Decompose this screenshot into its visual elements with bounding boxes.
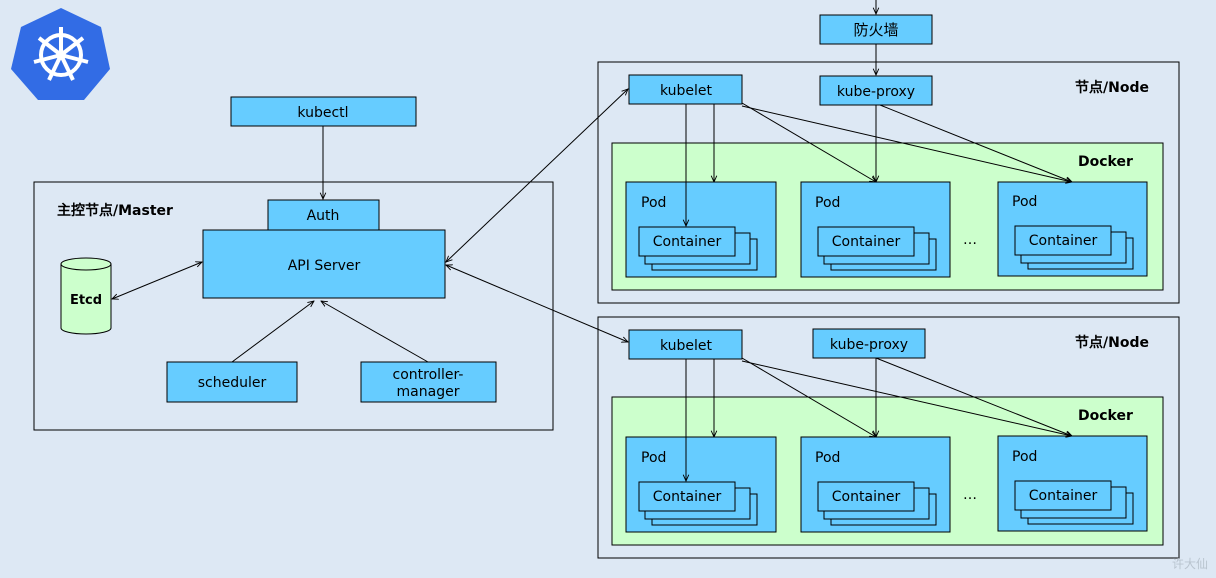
kube-proxy-box	[819, 75, 933, 106]
firewall-label: 防火墙	[853, 21, 898, 39]
pod-card: Pod Container	[800, 181, 951, 278]
node-title: 节点/Node	[1075, 79, 1149, 96]
pod-card: Pod Container	[800, 436, 951, 533]
pod-card: Pod Container	[625, 436, 777, 533]
etcd-label: Etcd	[70, 293, 102, 308]
kubelet-control-arrows	[686, 102, 1072, 226]
pod-label: Pod	[815, 195, 840, 211]
pod-card: Pod Container	[625, 181, 777, 278]
helm-wheel-icon	[33, 27, 89, 81]
pod-label: Pod	[641, 450, 666, 466]
api-server-kubelet-1-link	[446, 89, 628, 262]
etcd-api-server-arrow	[112, 262, 202, 299]
pod-label: Pod	[1012, 449, 1037, 465]
docker-label: Docker	[1078, 408, 1133, 424]
firewall-box	[819, 14, 933, 45]
api-server-box	[202, 229, 446, 299]
scheduler-to-api-server-arrow	[231, 301, 314, 363]
controller-manager-label-line1: controller-	[393, 367, 464, 383]
container-label: Container	[1029, 488, 1098, 504]
container-box	[1014, 225, 1112, 256]
container-box	[638, 481, 736, 512]
watermark: 许大仙	[1171, 557, 1208, 571]
kubelet-label: kubelet	[660, 338, 713, 354]
docker-label: Docker	[1078, 154, 1133, 170]
container-label: Container	[653, 489, 722, 505]
node-frame	[597, 316, 1180, 559]
container-box	[1014, 480, 1112, 511]
kube-proxy-arrows	[876, 357, 1072, 437]
kube-proxy-box	[812, 328, 926, 359]
master-title: 主控节点/Master	[57, 202, 173, 219]
pod-card: Pod Container	[997, 181, 1148, 277]
more-pods-ellipsis: …	[963, 232, 977, 248]
kube-proxy-label: kube-proxy	[830, 337, 908, 353]
container-label: Container	[832, 489, 901, 505]
scheduler-box	[166, 361, 298, 403]
kubectl-label: kubectl	[297, 105, 348, 121]
pod-label: Pod	[815, 450, 840, 466]
kubernetes-logo	[11, 8, 110, 100]
kubelet-control-arrows	[686, 357, 1072, 481]
container-label: Container	[832, 234, 901, 250]
container-box	[817, 481, 915, 512]
pod-label: Pod	[1012, 194, 1037, 210]
api-server-kubelet-2-link	[446, 265, 628, 342]
scheduler-label: scheduler	[198, 375, 267, 391]
kube-proxy-label: kube-proxy	[837, 84, 915, 100]
container-box	[638, 226, 736, 257]
etcd-cylinder: Etcd	[60, 257, 112, 335]
api-server-label: API Server	[288, 258, 361, 274]
container-box	[817, 226, 915, 257]
pod-card: Pod Container	[997, 435, 1148, 532]
controller-manager-label-line2: manager	[397, 384, 460, 400]
kubectl-box	[230, 96, 417, 127]
master-node: 主控节点/Master kubectl Auth API Server Etcd…	[33, 96, 554, 431]
container-label: Container	[653, 234, 722, 250]
kubelet-label: kubelet	[660, 83, 713, 99]
more-pods-ellipsis: …	[963, 487, 977, 503]
node-title: 节点/Node	[1075, 334, 1149, 351]
worker-node-2: 节点/Node kubelet kube-proxy Docker Pod Co…	[597, 316, 1180, 559]
controller-manager-to-api-server-arrow	[321, 301, 429, 363]
worker-node-1: 节点/Node kubelet kube-proxy Docker Pod Co…	[597, 61, 1180, 304]
auth-label: Auth	[307, 208, 340, 224]
kubelet-box	[628, 74, 743, 105]
pod-label: Pod	[641, 195, 666, 211]
controller-manager-box	[360, 361, 497, 403]
container-label: Container	[1029, 233, 1098, 249]
kube-proxy-arrows	[876, 104, 1072, 182]
kubelet-box	[628, 329, 743, 360]
